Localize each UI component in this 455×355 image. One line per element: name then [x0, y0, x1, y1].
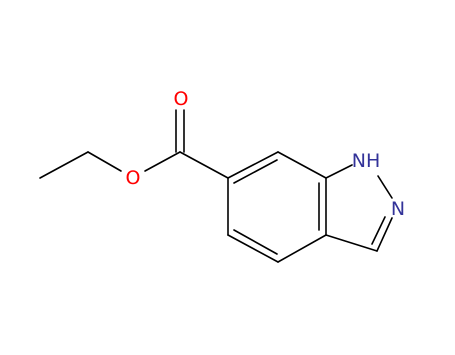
atom-labels: O O NH N: [126, 88, 406, 220]
bond-n2-c3: [376, 217, 393, 252]
bond-ring-c4-c5-inner: [233, 229, 278, 255]
bond-n2-c3-inner: [371, 216, 386, 245]
bond-ch3-ch2: [39, 151, 89, 179]
bond-n1-n2: [377, 175, 393, 199]
bond-ring-c3a-c4: [277, 234, 327, 263]
atom-label-n: N: [391, 198, 405, 220]
atom-label-ester-oxygen: O: [126, 167, 141, 189]
atom-label-carbonyl-oxygen: O: [174, 88, 189, 110]
bond-ring-c6-c7-inner: [233, 159, 278, 184]
bond-c3-c3a: [325, 234, 378, 252]
bond-ring-c4-c5: [227, 234, 279, 263]
bonds: [39, 109, 393, 263]
bond-ring-c7-c7a: [277, 151, 327, 179]
bond-ring-c6-c7: [227, 151, 279, 179]
bond-carbonyl-ring: [179, 151, 229, 179]
atom-label-nh: NH: [352, 150, 381, 172]
bond-c7a-n1: [325, 164, 353, 179]
bond-ch2-o: [87, 151, 122, 172]
bond-o-carbonyl-c: [144, 151, 181, 172]
